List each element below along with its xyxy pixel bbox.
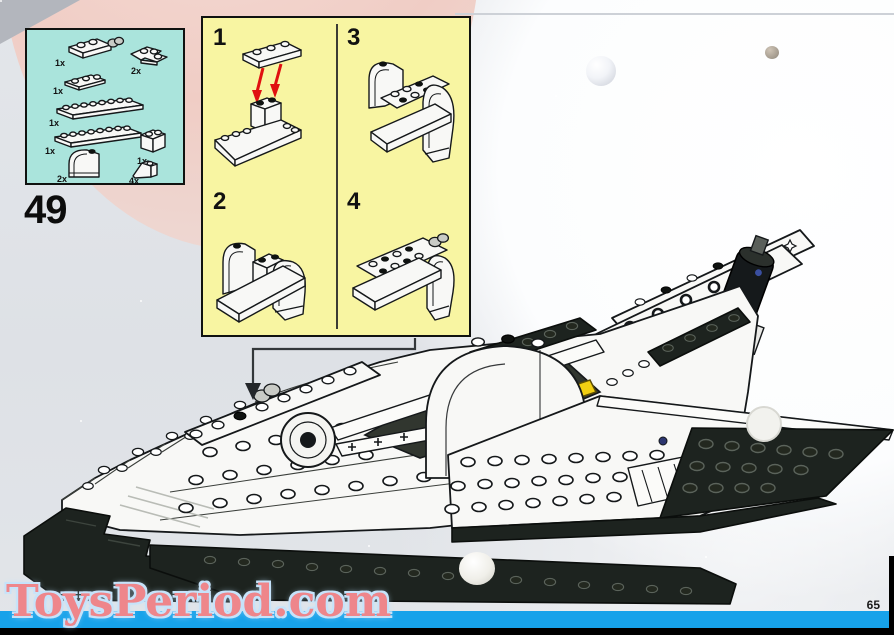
wing-trailing-edge (451, 497, 837, 543)
substep-2-illustration (216, 242, 306, 323)
substep-2-number: 2 (213, 188, 227, 215)
black-underside (23, 507, 737, 605)
substeps-divider (336, 24, 338, 329)
substep-1-number: 1 (213, 24, 227, 51)
part-qty: 1x (49, 118, 60, 128)
substep-1-illustration (214, 40, 302, 167)
part-qty: 1x (55, 58, 66, 68)
planet-sphere-small (765, 46, 779, 59)
planet-sphere-on-model (746, 406, 782, 442)
right-wing (444, 395, 894, 543)
watermark-text: ToysPeriod.com (6, 576, 392, 627)
substeps-box: 1 3 2 4 (201, 16, 471, 337)
planet-sphere-large (586, 56, 616, 86)
hinge-clip-icon (428, 233, 450, 248)
planet-sphere-bottom (459, 552, 495, 585)
parts-callout-box: 1x 2x 1x 1x (25, 28, 185, 186)
part-qty: 2x (57, 174, 68, 184)
scan-edge (889, 556, 894, 635)
red-arrows (252, 63, 283, 104)
blue-pin (658, 436, 668, 446)
page-edge-line (455, 13, 894, 15)
step-number: 49 (24, 188, 67, 232)
part-qty: 2x (131, 66, 142, 76)
footer-blue-bar (0, 611, 894, 628)
page-number: 65 (866, 598, 880, 612)
substep-4-number: 4 (347, 188, 361, 215)
hinge-clip (253, 383, 281, 403)
part-qty: 4x (129, 176, 140, 186)
tail-decal-star-2 (782, 238, 798, 254)
footer-black-bar (0, 628, 894, 635)
new-plate-assembly (184, 361, 381, 446)
substep-4-illustration (352, 233, 455, 321)
part-qty: 1x (137, 156, 148, 166)
substep-3-illustration (368, 61, 455, 163)
substep-3-number: 3 (347, 24, 361, 51)
star-speckles (0, 0, 2, 2)
part-qty: 1x (53, 86, 64, 96)
callout-arrow (245, 338, 417, 400)
part-qty: 1x (45, 146, 56, 156)
